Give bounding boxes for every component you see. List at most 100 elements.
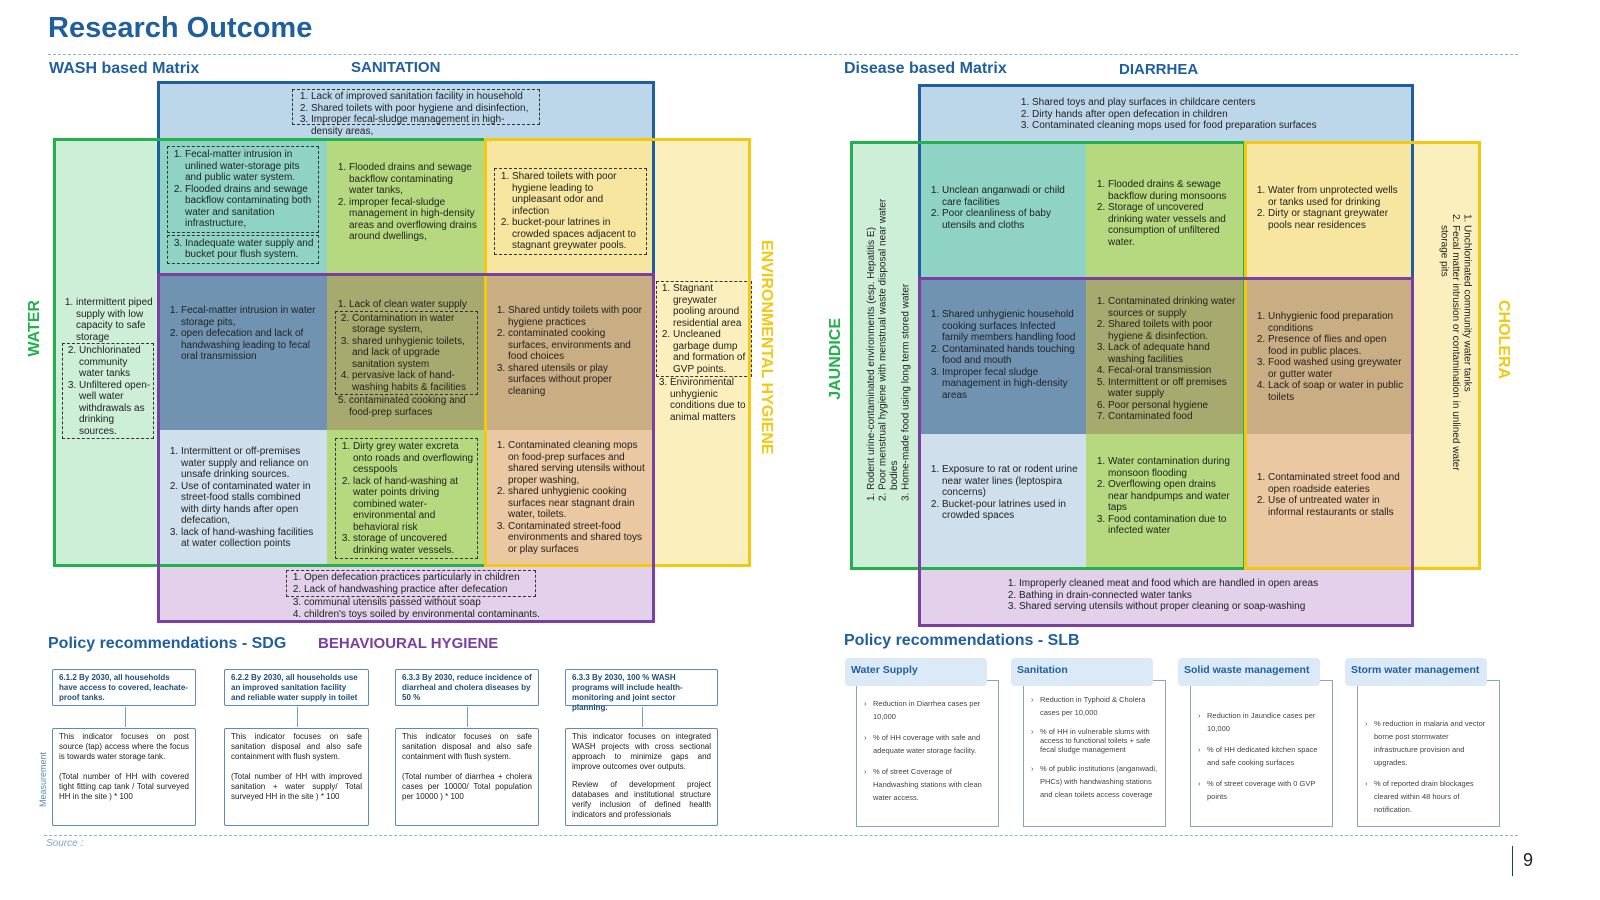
slb-tab-sanitation: Sanitation xyxy=(1011,658,1153,686)
slb-tab-solid-waste: Solid waste management xyxy=(1178,658,1320,686)
list-item: intermittent piped supply with low capac… xyxy=(76,297,154,343)
sdg-measure-formula: (Total number of HH with improved sanita… xyxy=(231,772,362,801)
wash-cell-r1c3: Shared toilets with poor hygiene leading… xyxy=(486,140,655,275)
sdg-target-2: 6.2.2 By 2030, all households use an imp… xyxy=(224,669,369,706)
list-item: Unchlorinated community water tanks xyxy=(79,345,151,380)
slb-card-storm-water: % reduction in malaria and vector borne … xyxy=(1357,680,1500,827)
sdg-measure-text: This indicator focuses on safe sanitatio… xyxy=(231,732,362,761)
disease-cell-r3c2: Water contamination during monsoon flood… xyxy=(1086,434,1246,569)
sdg-measure-3: This indicator focuses on safe sanitatio… xyxy=(395,728,539,826)
disease-cell-r2c1: Shared unhygienic household cooking surf… xyxy=(920,279,1086,434)
disease-bottom-list: Improperly cleaned meat and food which a… xyxy=(1005,578,1405,613)
list-item: Improper fecal-sludge management in high… xyxy=(311,114,535,137)
water-label: WATER xyxy=(26,300,43,357)
list-item: Contaminated cleaning mops used for food… xyxy=(1032,120,1398,132)
list-item: Lack of soap or water in public toilets xyxy=(1268,380,1406,403)
sdg-measure-4: This indicator focuses on integrated WAS… xyxy=(565,728,718,826)
cholera-label: CHOLERA xyxy=(1495,300,1512,380)
list-item: Shared toilets with poor hygiene and dis… xyxy=(311,103,535,115)
list-item: Uncleaned garbage dump and formation of … xyxy=(673,329,749,375)
wash-cell-r1c2: Flooded drains and sewage backflow conta… xyxy=(327,140,486,275)
wash-cell-r3c2: Dirty grey water excreta onto roads and … xyxy=(327,430,486,566)
list-item: Water contamination during monsoon flood… xyxy=(1108,456,1238,479)
list-item: Exposure to rat or rodent urine near wat… xyxy=(942,464,1078,499)
disease-right-list: Unchlorinated community water tanksFecal… xyxy=(1424,185,1473,495)
list-item: improper fecal-sludge management in high… xyxy=(349,197,478,243)
list-item: Storage of uncovered drinking water vess… xyxy=(1108,202,1238,248)
list-item: % of street coverage with 0 GVP points xyxy=(1198,777,1326,803)
list-item: Use of untreated water in informal resta… xyxy=(1268,495,1406,518)
slb-tab-storm-water: Storm water management xyxy=(1345,658,1487,686)
list-item: Contaminated hands touching food and mou… xyxy=(942,344,1078,367)
list-item: Unchlorinated community water tanks xyxy=(1461,225,1473,495)
disease-cell-r2c2: Contaminated drinking water sources or s… xyxy=(1086,279,1246,434)
sdg-measure-text: This indicator focuses on integrated WAS… xyxy=(572,732,711,771)
list-item: Contaminated cleaning mops on food-prep … xyxy=(508,440,647,486)
list-item: Bathing in drain-connected water tanks xyxy=(1019,590,1405,602)
page-number: 9 xyxy=(1523,850,1534,870)
list-item: Use of contaminated water in street-food… xyxy=(181,481,319,527)
list-item: % of reported drain blockages cleared wi… xyxy=(1365,777,1493,816)
list-item: bucket-pour latrines in crowded spaces a… xyxy=(512,217,643,252)
header-divider xyxy=(48,54,1518,55)
list-item: Shared serving utensils without proper c… xyxy=(1019,601,1405,613)
sdg-target-3: 6.3.3 By 2030, reduce incidence of diarr… xyxy=(395,669,539,706)
list-item: Contaminated food xyxy=(1108,411,1238,423)
disease-cell-r1c1: Unclean anganwadi or child care faciliti… xyxy=(920,143,1086,279)
wash-bottom-list: Open defecation practices particularly i… xyxy=(286,570,606,620)
page-title: Research Outcome xyxy=(48,12,313,44)
list-item: lack of hand-washing facilities at water… xyxy=(181,527,319,550)
arrow-icon xyxy=(642,707,643,727)
list-item: Contaminated drinking water sources or s… xyxy=(1108,296,1238,319)
jaundice-label: JAUNDICE xyxy=(827,318,844,400)
list-item: Shared unhygienic household cooking surf… xyxy=(942,309,1078,344)
list-item: shared unhygienic cooking surfaces near … xyxy=(508,486,647,521)
wash-cell-r2c3: Shared untidy toilets with poor hygiene … xyxy=(486,275,655,430)
behavioural-hygiene-label: BEHAVIOURAL HYGIENE xyxy=(318,635,499,652)
list-item: Inadequate water supply and bucket pour … xyxy=(185,238,315,261)
slb-card-water: Reduction in Diarrhea cases per 10,000 % … xyxy=(856,680,999,827)
sdg-measure-1: This indicator focuses on post source (t… xyxy=(52,728,196,826)
env-border xyxy=(484,138,751,567)
list-item: Poor personal hygiene xyxy=(1108,400,1238,412)
behav-border xyxy=(157,273,655,623)
list-item: Stagnant greywater pooling around reside… xyxy=(673,283,749,329)
list-item: shared utensils or play surfaces without… xyxy=(508,363,647,398)
cholera-border xyxy=(1244,141,1481,570)
slb-card-solid-waste: Reduction in Jaundice cases per 10,000 % … xyxy=(1190,680,1333,827)
wash-cell-r3c3: Contaminated cleaning mops on food-prep … xyxy=(486,430,655,566)
sdg-measure-text: This indicator focuses on post source (t… xyxy=(59,732,189,761)
sdg-heading: Policy recommendations - SDG xyxy=(48,635,287,652)
wash-cell-r3c1: Intermittent or off-premises water suppl… xyxy=(159,430,327,566)
list-item: Environmental unhygienic conditions due … xyxy=(670,377,752,423)
list-item: % of HH coverage with safe and adequate … xyxy=(864,731,992,757)
list-item: Improper fecal sludge management in high… xyxy=(942,367,1078,402)
list-item: Flooded drains and sewage backflow conta… xyxy=(349,162,478,197)
list-item: Fecal-matter intrusion in unlined water-… xyxy=(185,149,315,184)
list-item: Reduction in Jaundice cases per 10,000 xyxy=(1198,709,1326,735)
sdg-measure-formula: (Total number of diarrhea + cholera case… xyxy=(402,772,532,801)
list-item: Presence of flies and open food in publi… xyxy=(1268,334,1406,357)
list-item: % of street Coverage of Handwashing stat… xyxy=(864,765,992,804)
list-item: % of HH dedicated kitchen space and safe… xyxy=(1198,743,1326,769)
list-item: Shared toys and play surfaces in childca… xyxy=(1032,97,1398,109)
list-item: Overflowing open drains near handpumps a… xyxy=(1108,479,1238,514)
footer-divider xyxy=(44,835,1518,836)
measurement-label: Measurement xyxy=(38,752,48,808)
arrow-icon xyxy=(467,707,468,727)
disease-matrix-heading: Disease based Matrix xyxy=(844,60,1007,77)
list-item: storage of uncovered drinking water vess… xyxy=(353,533,474,556)
slb-tab-water-supply: Water Supply xyxy=(845,658,987,686)
disease-bottom-band xyxy=(920,569,1414,626)
list-item: Dirty or stagnant greywater pools near r… xyxy=(1268,208,1406,231)
disease-cell-r1c2: Flooded drains & sewage backflow during … xyxy=(1086,143,1246,279)
list-item: Fecal-oral transmission xyxy=(1108,365,1238,377)
wash-left-list: intermittent piped supply with low capac… xyxy=(62,297,154,439)
wash-cell-r2c1: Fecal-matter intrusion in water storage … xyxy=(159,275,327,430)
list-item: pervasive lack of hand-washing habits & … xyxy=(352,370,475,393)
diarrhea-label: DIARRHEA xyxy=(1119,61,1199,78)
disease-mid-border xyxy=(918,277,1414,627)
list-item: Reduction in Diarrhea cases per 10,000 xyxy=(864,697,992,723)
list-item: Intermittent or off premises water suppl… xyxy=(1108,377,1238,400)
wash-cell-r2c2: Lack of clean water supply Contamination… xyxy=(327,275,486,430)
